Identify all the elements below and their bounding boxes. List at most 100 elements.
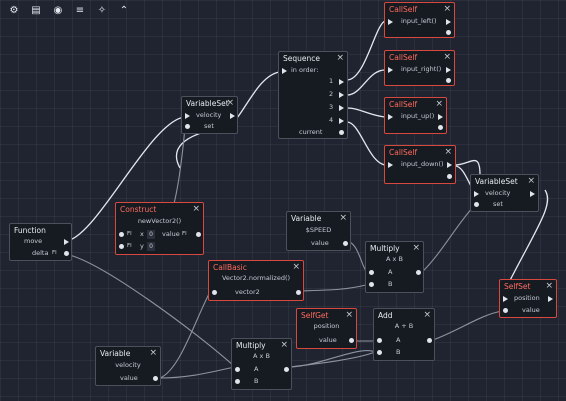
function-name: move: [24, 237, 43, 245]
data-out-port[interactable]: [296, 290, 301, 295]
close-icon[interactable]: ×: [443, 4, 451, 14]
close-icon[interactable]: ×: [339, 213, 347, 223]
shield-icon[interactable]: ◉: [53, 4, 63, 16]
multiply-node[interactable]: Multiply × A x B A B: [231, 338, 292, 390]
close-icon[interactable]: ×: [545, 281, 553, 291]
exec-out-port[interactable]: [530, 191, 535, 197]
exec-in-port[interactable]: [388, 114, 393, 120]
node-row: set: [471, 199, 538, 210]
close-icon[interactable]: ×: [444, 147, 452, 157]
exec-out-port[interactable]: [64, 239, 69, 245]
data-in-port[interactable]: [235, 367, 240, 372]
close-icon[interactable]: ×: [443, 52, 451, 62]
sequence-node[interactable]: Sequence × in order: 1 2 3 4 current: [278, 51, 348, 139]
method-name: input_down(): [401, 160, 444, 168]
data-out-port[interactable]: [343, 241, 348, 246]
data-in-port[interactable]: [377, 350, 382, 355]
variable-node[interactable]: Variable × velocity value: [95, 346, 161, 386]
exec-in-port[interactable]: [503, 296, 508, 302]
data-in-port[interactable]: [369, 282, 374, 287]
close-icon[interactable]: ×: [280, 340, 288, 350]
call-basic-node[interactable]: CallBasic × Vector2.normalized() vector2: [208, 260, 304, 301]
close-icon[interactable]: ×: [345, 310, 353, 320]
exec-out-port[interactable]: [230, 113, 235, 119]
exec-in-port[interactable]: [474, 191, 479, 197]
exec-in-port[interactable]: [185, 113, 190, 119]
self-set-node[interactable]: SelfSet × position value: [499, 279, 557, 318]
data-out-port[interactable]: [427, 338, 432, 343]
close-icon[interactable]: ×: [336, 53, 344, 63]
data-out-port[interactable]: [447, 174, 452, 179]
exec-out-port[interactable]: [438, 114, 443, 120]
port-label: value: [311, 239, 329, 247]
node-title: CallSelf: [389, 148, 418, 157]
port-label: current: [299, 128, 323, 136]
y-value-input[interactable]: 0: [147, 242, 155, 251]
exec-out-port[interactable]: [446, 67, 451, 73]
data-out-port[interactable]: [349, 338, 354, 343]
exec-in-port[interactable]: [282, 68, 287, 74]
port-label: A: [254, 365, 259, 373]
node-row: A: [366, 267, 423, 278]
close-icon[interactable]: ×: [435, 99, 443, 109]
data-in-port[interactable]: [235, 379, 240, 384]
variable-set-node[interactable]: VariableSet × velocity set: [181, 96, 238, 134]
close-icon[interactable]: ×: [527, 176, 535, 186]
construct-node[interactable]: Construct × newVector2() Fl x 0 value Fl…: [115, 202, 204, 255]
node-row: Fl y 0: [116, 241, 203, 252]
exec-out-port[interactable]: [339, 105, 344, 111]
data-out-port[interactable]: [446, 78, 451, 83]
data-out-port[interactable]: [446, 30, 451, 35]
variable-set-node[interactable]: VariableSet × velocity set: [470, 174, 539, 212]
data-out-port[interactable]: [64, 251, 69, 256]
data-out-port[interactable]: [284, 367, 289, 372]
close-icon[interactable]: ×: [423, 310, 431, 320]
exec-out-port[interactable]: [548, 296, 553, 302]
add-node[interactable]: Add × A + B A B: [373, 308, 435, 361]
call-self-node[interactable]: CallSelf × input_up(): [384, 97, 447, 134]
variable-node[interactable]: Variable × $SPEED value: [286, 211, 351, 251]
exec-in-port[interactable]: [388, 162, 393, 168]
exec-out-port[interactable]: [447, 162, 452, 168]
variable-name: velocity: [115, 361, 141, 369]
data-in-port[interactable]: [185, 124, 190, 129]
call-self-node[interactable]: CallSelf × input_down(): [384, 145, 456, 184]
data-out-port[interactable]: [153, 376, 158, 381]
function-node[interactable]: Function move delta Fl: [9, 223, 72, 261]
node-row: velocity: [182, 110, 237, 121]
close-icon[interactable]: ×: [192, 204, 200, 214]
x-value-input[interactable]: 0: [147, 230, 155, 239]
data-in-port[interactable]: [503, 308, 508, 313]
multiply-node[interactable]: Multiply × A x B A B: [365, 241, 424, 293]
close-icon[interactable]: ×: [149, 348, 157, 358]
node-row: input_left(): [385, 16, 454, 27]
close-icon[interactable]: ×: [412, 243, 420, 253]
folder-icon[interactable]: ▤: [31, 4, 41, 16]
data-in-port[interactable]: [119, 232, 124, 237]
data-in-port[interactable]: [119, 244, 124, 249]
data-out-port[interactable]: [196, 232, 201, 237]
self-get-node[interactable]: SelfGet × position value: [296, 308, 357, 349]
data-in-port[interactable]: [369, 270, 374, 275]
call-self-node[interactable]: CallSelf × input_left(): [384, 2, 455, 38]
exec-out-port[interactable]: [339, 118, 344, 124]
data-out-port[interactable]: [339, 130, 344, 135]
data-in-port[interactable]: [377, 338, 382, 343]
exec-out-port[interactable]: [446, 19, 451, 25]
close-icon[interactable]: ×: [226, 98, 234, 108]
property-name: position: [514, 294, 540, 302]
exec-in-port[interactable]: [388, 67, 393, 73]
data-out-port[interactable]: [438, 125, 443, 130]
call-self-node[interactable]: CallSelf × input_right(): [384, 50, 455, 86]
data-in-port[interactable]: [474, 202, 479, 207]
exec-out-port[interactable]: [339, 79, 344, 85]
exec-in-port[interactable]: [388, 19, 393, 25]
settings-icon[interactable]: ⚙: [9, 4, 19, 16]
data-out-port[interactable]: [416, 270, 421, 275]
data-in-port[interactable]: [212, 290, 217, 295]
magic-wand-icon[interactable]: ✧: [97, 4, 107, 16]
exec-out-port[interactable]: [339, 92, 344, 98]
close-icon[interactable]: ×: [292, 262, 300, 272]
collapse-icon[interactable]: ⌃: [119, 4, 129, 16]
layers-icon[interactable]: ≡: [75, 4, 85, 16]
